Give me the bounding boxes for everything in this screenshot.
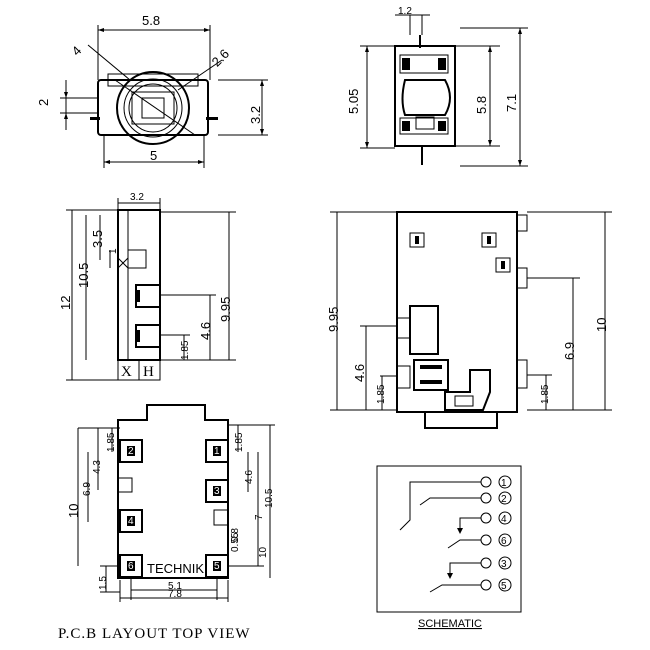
dim-body-left-outer: 9.95 bbox=[326, 307, 341, 332]
dim-pcb-l1: 1.85 bbox=[106, 432, 117, 452]
dim-left-4-6: 4.6 bbox=[198, 322, 213, 340]
sch-pin-1: 1 bbox=[501, 478, 507, 489]
left-view-label-x: X bbox=[121, 364, 133, 380]
left-view: 3.2 X H 12 10.5 3.5 1 9.95 4.6 1.85 bbox=[58, 192, 236, 381]
dim-pcb-b1: 5.1 bbox=[168, 581, 182, 592]
pad-label-right-5: 5 bbox=[214, 561, 220, 572]
dim-body-left-bottom: 1.85 bbox=[376, 384, 387, 404]
dim-pcb-r3: 7 bbox=[254, 514, 265, 520]
dim-pcb-small2: 0.55 bbox=[230, 532, 241, 552]
pad-label-left-4: 4 bbox=[128, 516, 134, 527]
schematic: 1 2 4 6 3 5 SCHEMATIC bbox=[376, 465, 522, 630]
schematic-pin-6: 6 bbox=[480, 533, 512, 547]
dim-left-10-5: 10.5 bbox=[76, 263, 91, 288]
pad-right-1: 1 bbox=[205, 439, 229, 463]
dim-left-9-95: 9.95 bbox=[218, 297, 233, 322]
sch-pin-6: 6 bbox=[501, 536, 507, 547]
dim-pcb-r2: 4.6 bbox=[244, 470, 255, 484]
schematic-pin-2: 2 bbox=[480, 491, 512, 505]
dim-body-right-outer: 10 bbox=[594, 318, 609, 332]
dim-pcb-r1: 1.85 bbox=[234, 432, 245, 452]
dim-pcb-l2: 4.3 bbox=[92, 460, 103, 474]
dim-pcb-r4: 10.5 bbox=[264, 488, 275, 508]
pad-label-left-2: 2 bbox=[128, 446, 134, 457]
dim-body-right-inner: 6.9 bbox=[562, 342, 577, 360]
dim-pcb-l3: 6.9 bbox=[82, 482, 93, 496]
dim-front-right: 3.2 bbox=[248, 106, 263, 124]
dim-side-top: 1.2 bbox=[398, 6, 412, 17]
schematic-pin-3: 3 bbox=[480, 556, 512, 570]
pad-left-4: 4 bbox=[119, 509, 143, 533]
left-view-label-h: H bbox=[143, 364, 155, 380]
body-view: 9.95 4.6 1.85 10 6.9 1.85 bbox=[326, 211, 612, 429]
dim-front-left: 2 bbox=[36, 99, 51, 106]
pad-right-3: 3 bbox=[205, 479, 229, 503]
dim-front-dia-small: 4 bbox=[69, 43, 85, 59]
front-view: 5.8 4 2.6 2 3.2 5 bbox=[36, 13, 268, 168]
dim-left-1-85: 1.85 bbox=[180, 340, 191, 360]
dim-pcb-l4: 10 bbox=[66, 504, 81, 518]
pad-label-right-1: 1 bbox=[214, 446, 220, 457]
schematic-caption: SCHEMATIC bbox=[418, 618, 482, 630]
dim-front-bottom: 5 bbox=[150, 148, 157, 163]
dim-body-right-bottom: 1.85 bbox=[540, 384, 551, 404]
dim-left-1: 1 bbox=[108, 248, 119, 254]
pad-right-5: 5 bbox=[205, 554, 229, 578]
dim-pcb-b2: 7.8 bbox=[168, 589, 182, 600]
pcb-brand: TECHNIK bbox=[147, 561, 204, 576]
dim-front-top: 5.8 bbox=[142, 13, 160, 28]
dim-pcb-l5: 1.5 bbox=[98, 576, 109, 590]
dim-left-3-5: 3.5 bbox=[90, 230, 105, 248]
dim-front-dia-large: 2.6 bbox=[209, 46, 232, 69]
sch-pin-5: 5 bbox=[501, 581, 507, 592]
pcb-layout: 2 4 6 1 3 5 TECHNIK 1.85 4.3 6.9 1 bbox=[58, 404, 275, 642]
sch-pin-2: 2 bbox=[501, 494, 507, 505]
dim-side-left: 5.05 bbox=[346, 89, 361, 114]
schematic-pin-1: 1 bbox=[480, 475, 512, 489]
sch-pin-3: 3 bbox=[501, 559, 507, 570]
dim-left-top: 3.2 bbox=[130, 192, 144, 203]
pad-label-left-6: 6 bbox=[128, 561, 134, 572]
dim-side-right-outer: 7.1 bbox=[504, 94, 519, 112]
dim-pcb-small1: 0.8 bbox=[230, 528, 241, 542]
dim-side-right-inner: 5.8 bbox=[474, 96, 489, 114]
schematic-pin-4: 4 bbox=[480, 511, 512, 525]
dim-left-12: 12 bbox=[58, 296, 73, 310]
schematic-pin-5: 5 bbox=[480, 578, 512, 592]
dim-pcb-r5: 10 bbox=[258, 546, 269, 558]
pad-left-6: 6 bbox=[119, 554, 143, 578]
dim-body-left-inner: 4.6 bbox=[352, 364, 367, 382]
pad-label-right-3: 3 bbox=[214, 486, 220, 497]
pad-left-2: 2 bbox=[119, 439, 143, 463]
sch-pin-4: 4 bbox=[501, 514, 507, 525]
pcb-caption: P.C.B LAYOUT TOP VIEW bbox=[58, 626, 251, 642]
side-view: 1.2 5.05 5.8 7.1 bbox=[346, 6, 528, 167]
